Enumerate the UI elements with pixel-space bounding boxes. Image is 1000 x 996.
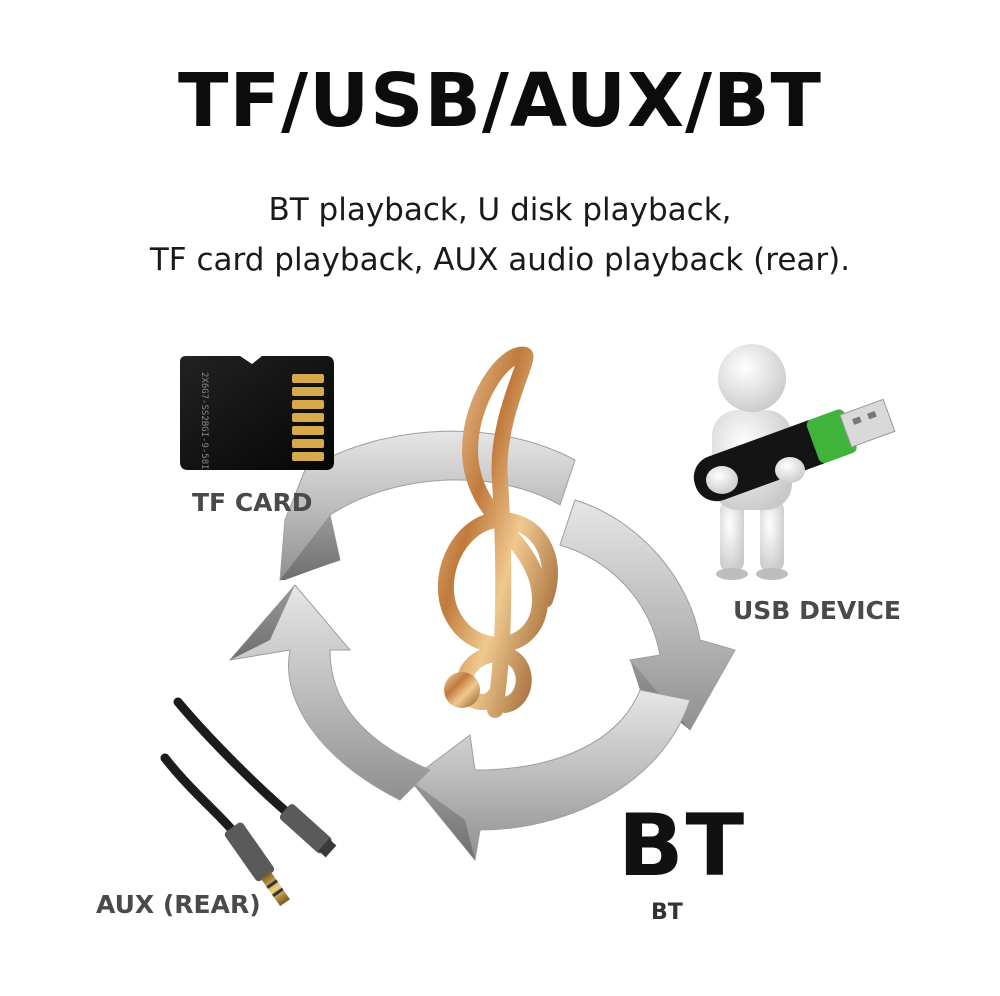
usb-device-label: USB DEVICE (733, 596, 901, 625)
bt-large-label: BT (618, 796, 747, 896)
microsd-card-icon: 2X6G7-SS2BGI-9-58I (180, 356, 334, 470)
headline: TF/USB/AUX/BT (178, 58, 822, 144)
audio-cable-icon (160, 697, 337, 907)
bt-small-label: BT (651, 900, 683, 925)
person-with-usb-stick-icon (693, 344, 896, 580)
aux-rear-label: AUX (REAR) (96, 890, 261, 919)
card-print: 2X6G7-SS2BGI-9-58I (199, 372, 209, 470)
treble-clef-icon (437, 346, 558, 718)
description-line-1: BT playback, U disk playback, (268, 192, 732, 228)
description-line-2: TF card playback, AUX audio playback (re… (149, 242, 851, 278)
tf-card-label: TF CARD (192, 488, 313, 517)
cycle-arrows-icon (228, 430, 736, 862)
